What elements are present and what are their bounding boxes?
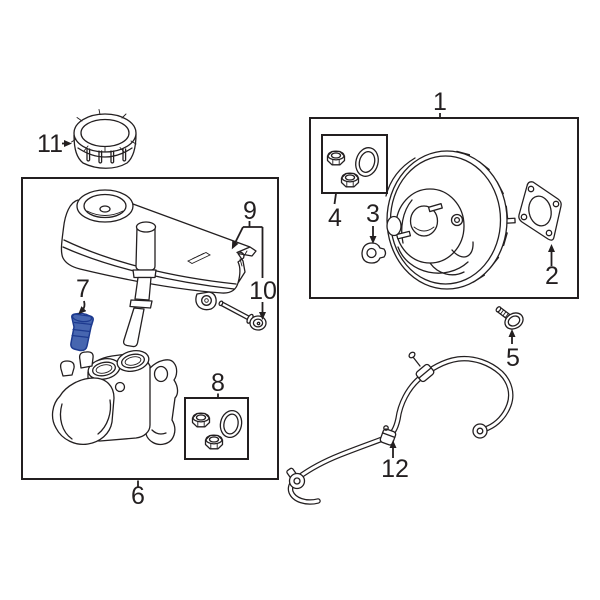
callout-12[interactable]: 12	[381, 440, 409, 483]
callout-3[interactable]: 3	[366, 200, 380, 244]
callout-7-label[interactable]: 7	[76, 275, 90, 303]
master-cylinder-illustration	[51, 350, 179, 446]
brake-fluid-reservoir-illustration	[60, 189, 257, 348]
callout-4[interactable]: 4	[328, 193, 342, 233]
reservoir-cap-illustration	[71, 109, 137, 169]
callout-4-label[interactable]: 4	[328, 204, 342, 232]
callout-3-label[interactable]: 3	[366, 200, 380, 228]
callout-1[interactable]: 1	[433, 88, 447, 118]
callout-9-arrow	[231, 226, 244, 250]
reservoir-seal-kit-illustration	[191, 409, 243, 450]
booster-bolt-illustration	[495, 306, 524, 330]
booster-mount-kit-illustration	[326, 147, 379, 188]
callout-9[interactable]: 9	[231, 197, 264, 278]
callout-9-bracket	[243, 221, 264, 278]
callout-10-label[interactable]: 10	[249, 277, 277, 305]
right-group-box	[309, 117, 579, 299]
callout-5-label[interactable]: 5	[506, 344, 520, 372]
kit-box-4	[321, 134, 388, 194]
callout-8-label[interactable]: 8	[211, 369, 225, 397]
callout-6-label[interactable]: 6	[131, 482, 145, 510]
grommet-illustration	[361, 242, 387, 264]
reservoir-pin-illustration	[218, 300, 267, 331]
callout-2-label[interactable]: 2	[545, 262, 559, 290]
callout-10[interactable]: 10	[249, 277, 277, 320]
callout-7-arrow	[78, 300, 87, 315]
left-group-box	[21, 177, 279, 480]
kit-box-8	[184, 397, 249, 460]
callout-6[interactable]: 6	[131, 480, 145, 511]
callout-11[interactable]: 11	[37, 130, 72, 158]
callout-7[interactable]: 7	[76, 275, 90, 315]
callout-12-label[interactable]: 12	[381, 455, 409, 483]
callout-1-label[interactable]: 1	[433, 88, 447, 116]
callout-2[interactable]: 2	[545, 244, 559, 290]
booster-gasket-illustration	[518, 181, 562, 241]
callout-11-label[interactable]: 11	[37, 130, 63, 158]
callout-4-line	[333, 193, 337, 205]
callout-9-label[interactable]: 9	[243, 197, 257, 225]
callout-5[interactable]: 5	[506, 329, 520, 372]
brand-mark	[187, 251, 211, 265]
callout-8[interactable]: 8	[211, 369, 225, 398]
fluid-level-sensor-illustration[interactable]	[70, 312, 94, 352]
brake-booster-illustration	[385, 150, 516, 290]
